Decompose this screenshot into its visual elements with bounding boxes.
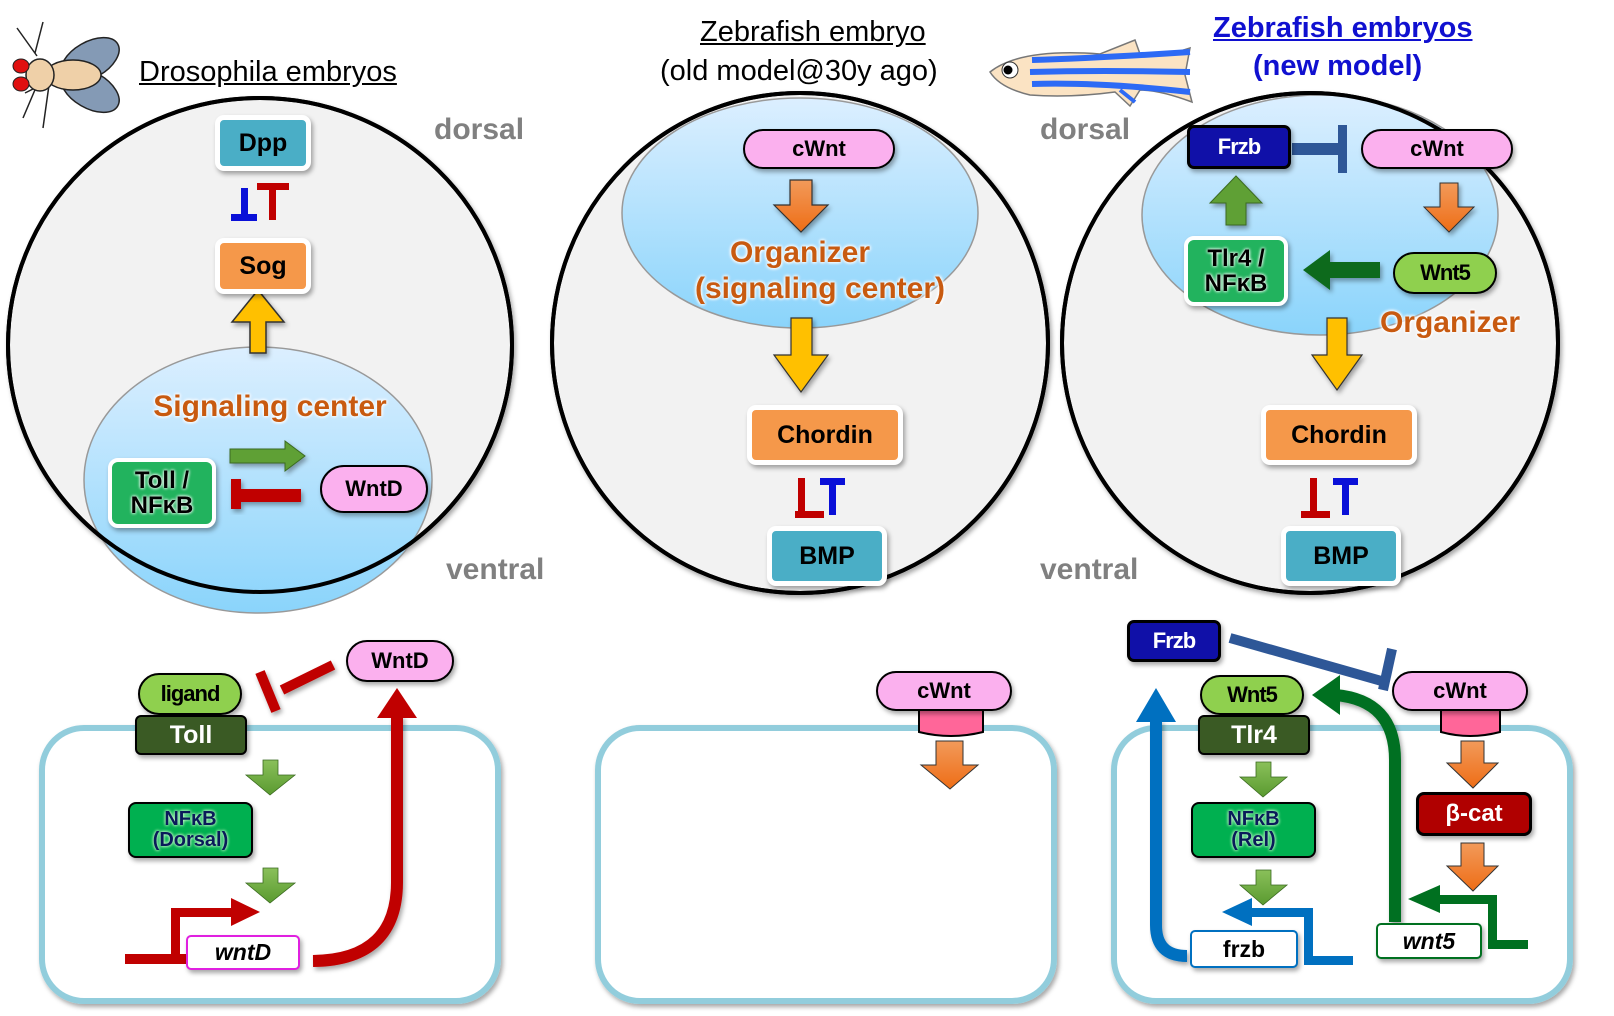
protein-cwnt: cWnt (1392, 671, 1528, 711)
inhibition-frzb-cwnt (1228, 633, 1397, 692)
node-label-line1: Tlr4 / (1207, 244, 1265, 272)
node-label-line2: (Rel) (1231, 829, 1276, 851)
inhibition-wntd-ligand (255, 660, 336, 713)
drosophila-cell-pathway (125, 660, 417, 967)
arrowhead-blue (1136, 688, 1176, 722)
mutual-inhibition-icon (231, 183, 289, 221)
receptor-fz (918, 709, 984, 737)
node-cwnt: cWnt (1361, 129, 1513, 169)
dorsal-label: dorsal (1040, 113, 1131, 146)
activation-arrow-darkgreen (1303, 250, 1380, 290)
receptor-fz (1440, 709, 1501, 737)
activation-arrow-orange (919, 740, 980, 790)
node-sog: Sog (215, 238, 311, 294)
node-wnt5: Wnt5 (1393, 252, 1497, 294)
protein-cwnt: cWnt (876, 671, 1012, 711)
arrowhead-green (1312, 675, 1340, 715)
protein-wnt5: Wnt5 (1200, 675, 1304, 715)
node-tlr4-nfkb: Tlr4 / NFκB (1184, 236, 1288, 306)
node-nfkb-dorsal: NFκB (Dorsal) (128, 802, 253, 858)
drosophila-fly-icon (12, 21, 120, 129)
receptor-toll: Toll (135, 715, 247, 755)
node-label-line2: NFκB (1204, 270, 1268, 297)
protein-wntd: WntD (346, 640, 454, 682)
secretion-arrow-red (312, 715, 404, 967)
node-dpp: Dpp (215, 115, 311, 171)
organizer-label: Organizer (1379, 306, 1521, 339)
gene-wnt5: wnt5 (1376, 923, 1482, 959)
dorsal-label: dorsal (434, 113, 525, 146)
activation-arrow-green (229, 440, 306, 472)
node-bmp: BMP (1281, 526, 1401, 586)
panel-title-zebrafish-new: Zebrafish embryos (1213, 12, 1473, 44)
receptor-tlr4: Tlr4 (1198, 715, 1310, 755)
zebrafish-old-cell-pathway (918, 709, 984, 790)
node-wntd: WntD (320, 465, 428, 513)
ventral-label: ventral (1040, 553, 1139, 586)
drosophila-embryo (6, 96, 514, 614)
mutual-inhibition-icon (795, 478, 845, 518)
activation-arrow-yellow (772, 317, 830, 394)
gene-wntd: wntD (186, 935, 300, 970)
node-beta-catenin: β-cat (1416, 792, 1532, 836)
panel-title-zebrafish-old: Zebrafish embryo (700, 16, 926, 48)
node-label-line1: NFκB (1227, 808, 1280, 830)
cell-zebrafish-old (595, 725, 1057, 1004)
protein-ligand: ligand (138, 673, 242, 715)
organizer-label-line1: Organizer (729, 236, 871, 269)
panel-subtitle-zebrafish-old: (old model@30y ago) (660, 55, 938, 87)
inhibition-frzb-cwnt (1292, 125, 1347, 173)
promoter-arrow-red (125, 898, 260, 964)
node-label-line2: NFκB (130, 492, 194, 519)
activation-arrow-green (1238, 761, 1289, 798)
arrowhead-red (377, 688, 417, 718)
activation-arrow-green (1208, 175, 1264, 226)
activation-arrow-orange (772, 179, 830, 233)
node-chordin: Chordin (1261, 405, 1417, 465)
panel-title-drosophila: Drosophila embryos (139, 56, 397, 88)
node-cwnt: cWnt (743, 129, 895, 169)
node-label-line1: Toll / (134, 466, 190, 494)
promoter-arrow-blue (1222, 898, 1353, 965)
node-chordin: Chordin (747, 405, 903, 465)
activation-arrow-yellow (230, 288, 286, 354)
zebrafish-new-cell-pathway (1136, 633, 1528, 965)
node-nfkb-rel: NFκB (Rel) (1191, 802, 1316, 858)
activation-arrow-orange (1445, 842, 1500, 892)
inhibition-arrow-red (231, 479, 301, 509)
ventral-label: ventral (446, 553, 545, 586)
activation-arrow-yellow (1310, 317, 1364, 392)
node-toll-nfkb: Toll / NFκB (108, 458, 216, 528)
activation-arrow-green (244, 759, 297, 796)
promoter-arrow-green (1408, 885, 1528, 949)
node-bmp: BMP (767, 526, 887, 586)
activation-arrow-orange (1445, 740, 1500, 789)
organizer-label-line2: (signaling center) (694, 272, 946, 305)
activation-arrow-green (1238, 869, 1289, 906)
panel-subtitle-zebrafish-new: (new model) (1253, 50, 1423, 82)
signaling-center-label: Signaling center (153, 390, 387, 423)
mutual-inhibition-icon (1301, 478, 1358, 518)
node-label-line1: NFκB (164, 808, 217, 830)
node-label-line2: (Dorsal) (152, 829, 229, 851)
node-frzb: Frzb (1187, 125, 1291, 169)
secretion-arrow-green (1334, 689, 1401, 922)
secretion-arrow-blue (1150, 720, 1188, 962)
activation-arrow-green (244, 867, 297, 904)
gene-frzb: frzb (1190, 930, 1298, 968)
protein-frzb: Frzb (1127, 620, 1221, 662)
zebrafish-icon (989, 39, 1194, 108)
activation-arrow-orange (1422, 182, 1476, 233)
